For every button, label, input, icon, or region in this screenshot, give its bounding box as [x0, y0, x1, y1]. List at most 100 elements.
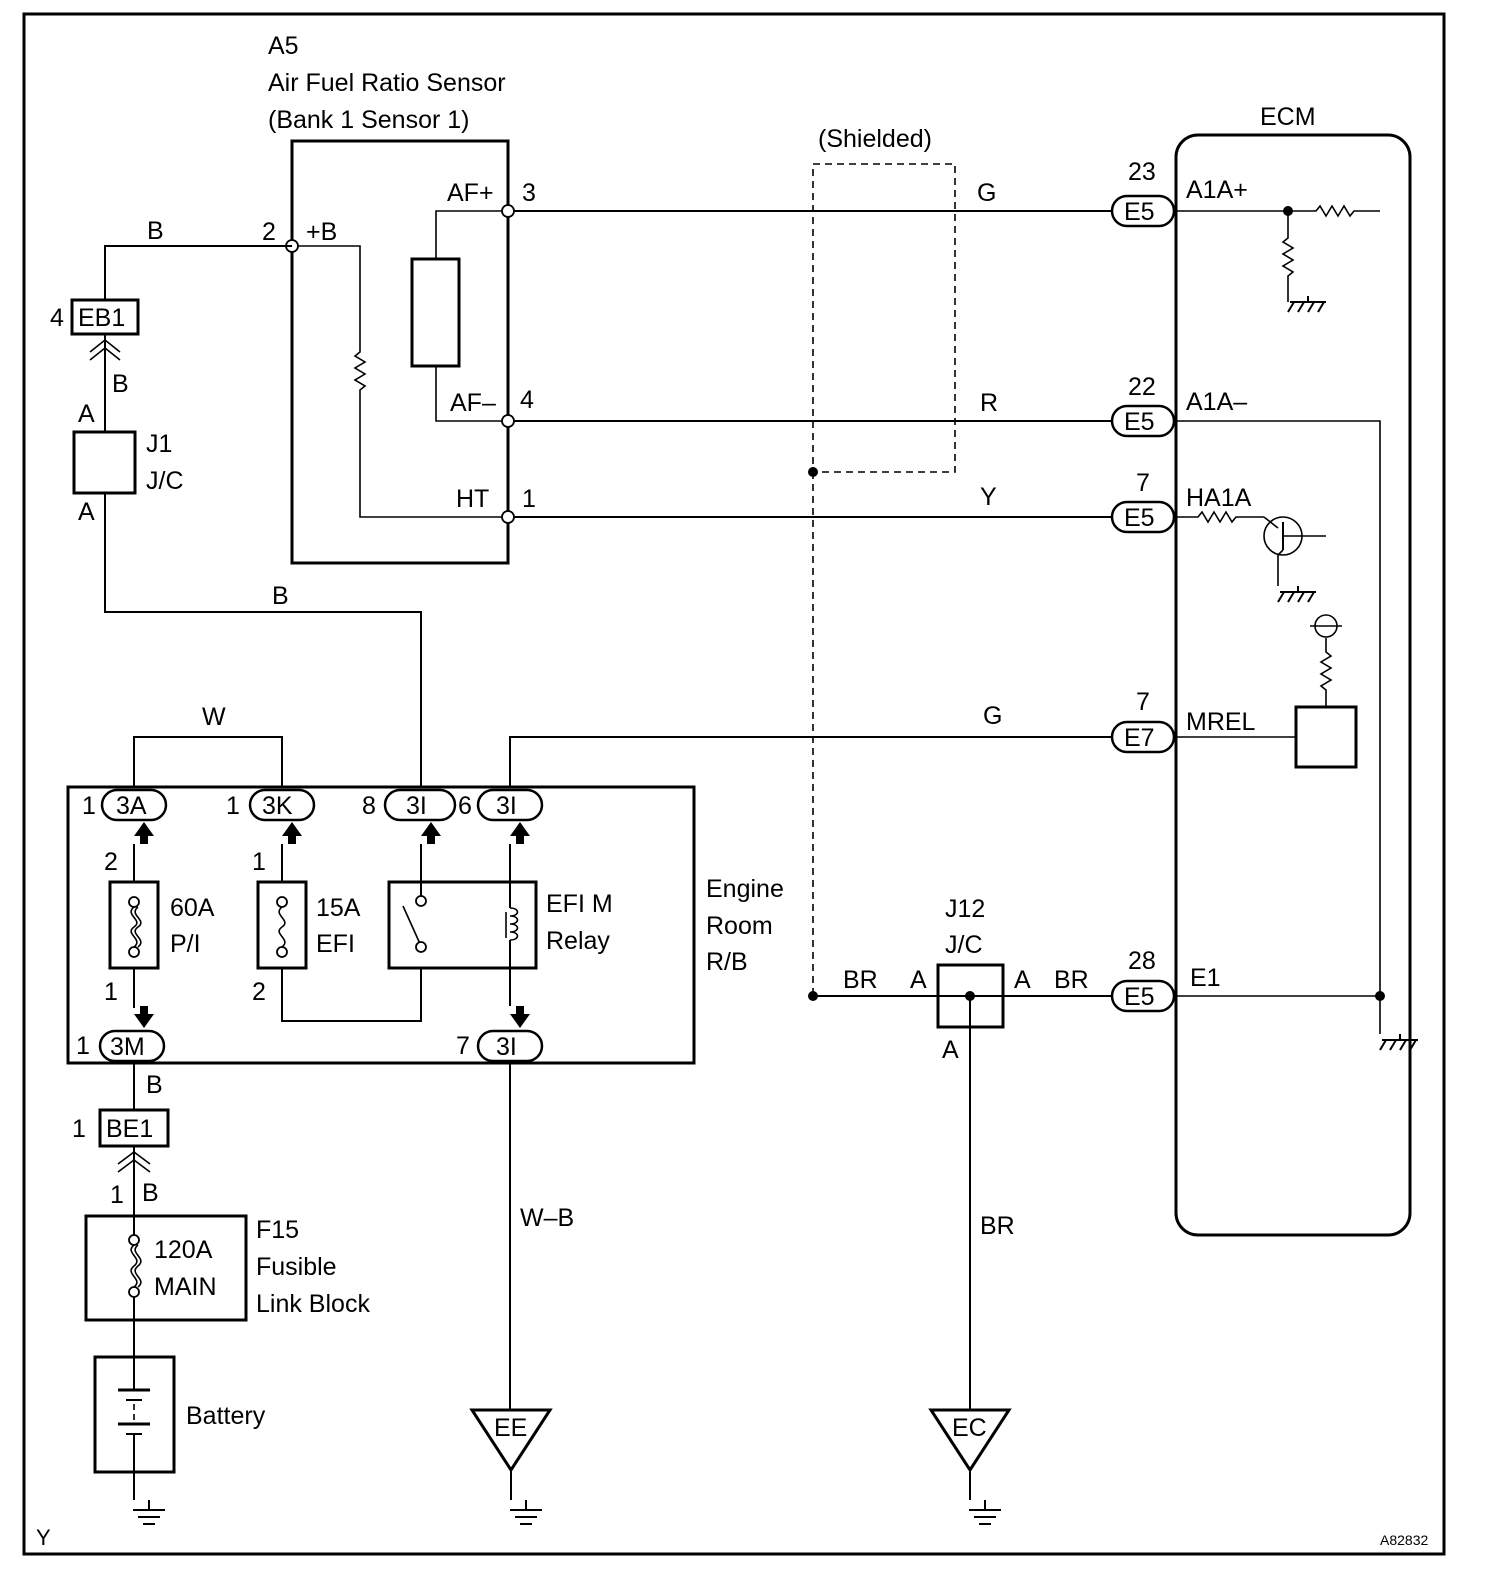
wire-color-mrel: G — [983, 702, 1002, 730]
wire-w-top: W — [202, 703, 226, 731]
ecm-terminal-a1a-minus: A1A– — [1186, 388, 1247, 416]
be1-pin: 1 — [72, 1115, 86, 1143]
wire-b-top: B — [147, 217, 164, 245]
rb-bottom-pin-3i-7: 7 — [456, 1032, 470, 1060]
fuse-pi-pin-top: 2 — [104, 848, 118, 876]
junction-connector-j1: A J1 J/C A — [72, 400, 184, 526]
fuse-efi-pin-bottom: 2 — [252, 978, 266, 1006]
pin-number-af-plus: 3 — [522, 179, 536, 207]
j12-pin-right: A — [1014, 966, 1031, 994]
rb-top-code-3k: 3K — [262, 792, 293, 820]
ground-point-ec: EC — [928, 1408, 1012, 1525]
ground-ec-label: EC — [952, 1414, 987, 1442]
j1-type: J/C — [146, 467, 184, 495]
ecm-pin-mrel: 7 — [1136, 688, 1150, 716]
rb-top-code-3i-8: 3I — [406, 792, 427, 820]
ecm-terminal-e1: E1 — [1190, 964, 1221, 992]
wire-br-ec: BR — [980, 1212, 1015, 1240]
rb-top-pin-3k: 1 — [226, 792, 240, 820]
fuse-efi-amps: 15A — [316, 894, 361, 922]
rb-top-pin-3a: 1 — [82, 792, 96, 820]
sensor-code: A5 — [268, 32, 299, 60]
rb-bottom-code-3i-7: 3I — [496, 1033, 517, 1061]
be1-wire: B — [142, 1179, 159, 1207]
sensor-name: Air Fuel Ratio Sensor — [268, 69, 506, 97]
fuse-pi-amps: 60A — [170, 894, 215, 922]
pin-number-ht: 1 — [522, 485, 536, 513]
j1-code: J1 — [146, 430, 172, 458]
pin-name-af-minus: AF– — [450, 389, 496, 417]
fusible-link-amps: 120A — [154, 1236, 213, 1264]
wire-color-ht: Y — [980, 483, 997, 511]
rb-top-pin-3i-6: 6 — [458, 792, 472, 820]
rb-top-code-3a: 3A — [116, 792, 147, 820]
pin-name-af-plus: AF+ — [447, 179, 494, 207]
wire-color-af-minus: R — [980, 389, 998, 417]
ecm-body — [1174, 133, 1412, 1237]
relay-line1: EFI M — [546, 890, 613, 918]
wire-b-rb-out: B — [146, 1071, 163, 1099]
j12-wire-right: BR — [1054, 966, 1089, 994]
rb-top-code-3i-6: 3I — [496, 792, 517, 820]
relay-line2: Relay — [546, 927, 610, 955]
ecm: ECM 23 E5 A1A+ 22 E5 A1A– 7 E5 HA1A 7 E7… — [1110, 103, 1419, 1237]
ecm-terminal-mrel: MREL — [1186, 708, 1256, 736]
air-fuel-ratio-sensor: A5 Air Fuel Ratio Sensor (Bank 1 Sensor … — [262, 32, 536, 565]
rb-bottom-pin-3m: 1 — [76, 1032, 90, 1060]
ecm-title: ECM — [1260, 103, 1316, 131]
ecm-connector-e1: E5 — [1124, 983, 1155, 1011]
fusible-link-code: F15 — [256, 1216, 299, 1244]
j12-code: J12 — [945, 895, 985, 923]
connector-eb1: 4 EB1 — [50, 298, 140, 361]
ecm-pin-a1a-plus: 23 — [1128, 158, 1156, 186]
ecm-connector-ha1a: E5 — [1124, 504, 1155, 532]
fusible-link-line1: Fusible — [256, 1253, 337, 1281]
fuse-efi-name: EFI — [316, 930, 355, 958]
rb-body — [66, 785, 696, 1065]
pin-name-plus-b: +B — [306, 218, 337, 246]
footer-left: Y — [36, 1525, 51, 1550]
be1-wire-pin: 1 — [110, 1181, 124, 1209]
ecm-connector-mrel: E7 — [1124, 724, 1155, 752]
wire-w-b: W–B — [520, 1204, 574, 1232]
ground-point-ee: EE — [469, 1408, 553, 1525]
diagram-frame — [22, 12, 1446, 1556]
rb-label-3: R/B — [706, 948, 748, 976]
sensor-element — [410, 257, 461, 368]
wire-b-eb1-bottom: B — [112, 370, 129, 398]
j12-type: J/C — [945, 931, 983, 959]
ecm-terminal-a1a-plus: A1A+ — [1186, 176, 1248, 204]
rb-bottom-code-3m: 3M — [110, 1033, 145, 1061]
ecm-connector-a1a-plus: E5 — [1124, 198, 1155, 226]
j1-pin-top: A — [78, 400, 95, 428]
ground-ee-label: EE — [494, 1414, 527, 1442]
rb-label-1: Engine — [706, 875, 784, 903]
fusible-link-block: 120A MAIN F15 Fusible Link Block — [84, 1214, 370, 1322]
connector-be1: 1 BE1 — [72, 1108, 170, 1173]
battery: Battery — [93, 1355, 266, 1474]
pin-number-af-minus: 4 — [520, 386, 534, 414]
j12-pin-bottom: A — [942, 1036, 959, 1064]
battery-label: Battery — [186, 1402, 266, 1430]
j12-wire-left: BR — [843, 966, 878, 994]
fuse-pi-name: P/I — [170, 930, 201, 958]
fuse-efi-pin-top: 1 — [252, 848, 266, 876]
engine-room-relay-block: Engine Room R/B 1 3A 1 3K 8 3I 6 3I 2 60… — [66, 785, 784, 1065]
be1-label: BE1 — [106, 1115, 153, 1143]
j12-pin-left: A — [910, 966, 927, 994]
footer-code: A82832 — [1380, 1532, 1428, 1548]
pin-name-ht: HT — [456, 485, 489, 513]
sensor-bank: (Bank 1 Sensor 1) — [268, 106, 470, 134]
fuse-pi-pin-bottom: 1 — [104, 978, 118, 1006]
shielded-label: (Shielded) — [818, 125, 932, 153]
eb1-pin: 4 — [50, 304, 64, 332]
rb-top-pin-3i-8: 8 — [362, 792, 376, 820]
junction-connector-j12: J12 J/C A — [936, 895, 1005, 1064]
ecm-terminal-ha1a: HA1A — [1186, 484, 1252, 512]
wire-color-af-plus: G — [977, 179, 996, 207]
wire-b-middle: B — [272, 582, 289, 610]
j1-pin-bottom: A — [78, 498, 95, 526]
pin-number-plus-b: 2 — [262, 218, 276, 246]
shield: (Shielded) — [808, 125, 956, 1001]
